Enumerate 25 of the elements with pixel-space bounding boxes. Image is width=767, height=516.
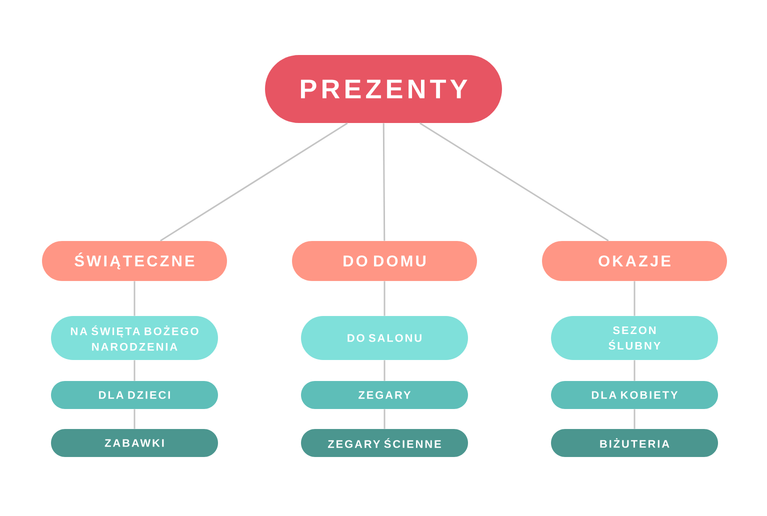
connector-line [134,281,136,316]
subcategory-label: SEZON ŚLUBNY [608,326,660,350]
connector-line [384,360,386,381]
subcategory-label: BIŻUTERIA [600,438,670,448]
connector-line [382,123,386,241]
subcategory-label: DLA DZIECI [99,391,170,399]
connector-line [634,409,636,429]
connector-line [160,122,348,242]
category-label: OKAZJE [598,256,670,266]
category-label: DO DOMU [344,256,426,266]
connector-line [384,409,386,429]
subcategory-label: DO SALONU [348,334,422,342]
connector-line [134,360,136,381]
connector-line [634,360,636,381]
subcategory-label: ZEGARY [358,391,411,399]
subcategory-label: ZEGARY ŚCIENNE [328,438,441,448]
subcategory-label: ZABAWKI [104,439,164,447]
main-topic-label: PREZENTY [301,80,468,98]
connector-line [420,122,609,242]
subcategory-label: DLA KOBIETY [592,391,678,399]
category-label: ŚWIĄTECZNE [74,252,194,270]
connector-line [634,281,636,316]
connector-line [384,281,386,316]
connector-line [134,409,136,429]
subcategory-label: NA ŚWIĘTA BOŻEGO NARODZENIA [70,325,198,351]
